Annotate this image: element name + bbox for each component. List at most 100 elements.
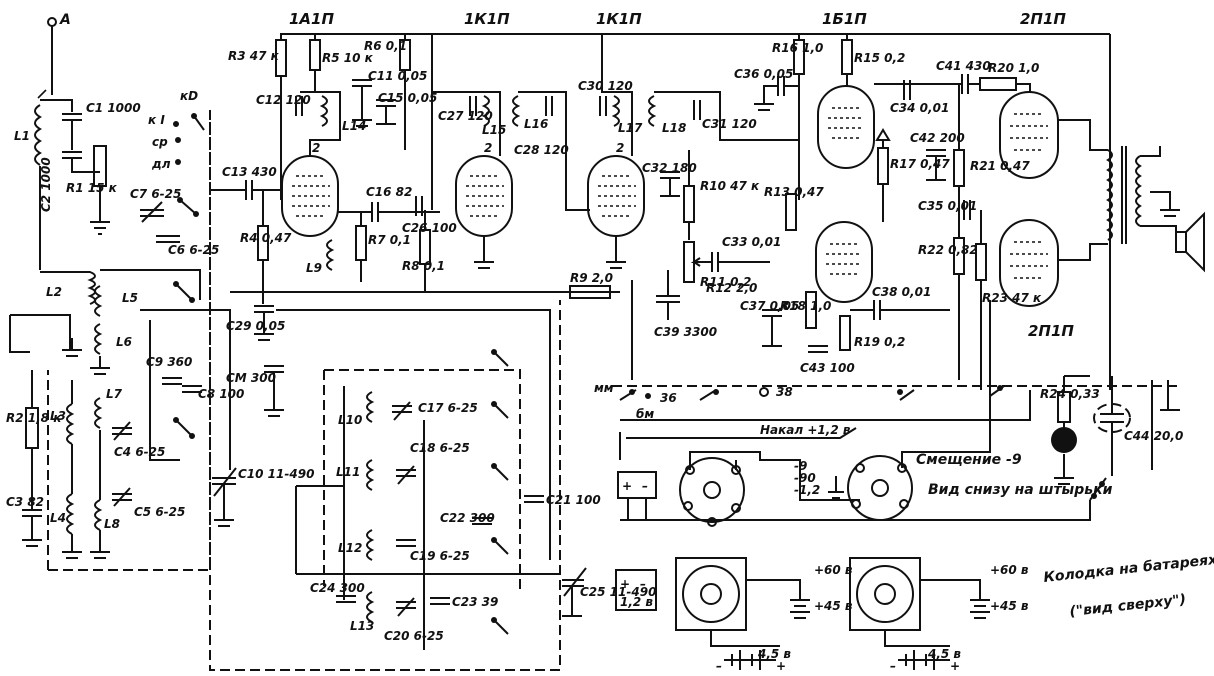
power-switch[interactable] [1089,477,1107,501]
svg-text:L4: L4 [50,511,66,525]
battery-socket-left [675,557,810,647]
trimmer-c17: C17 6-25 [392,401,478,421]
wire-l5-switch [100,269,201,300]
svg-text:кD: кD [180,89,198,103]
resistor-r9: R9 2,0 [569,271,613,299]
trimmer-c4: C4 6-25 [112,421,165,459]
variable-capacitor-c25: C25 11-490 [562,567,656,617]
resistor-r21: R21 0,47 [953,149,1030,187]
svg-text:+45 в: +45 в [814,599,853,613]
trimmer-c6: C6 6-25 [156,235,219,257]
svg-text:L14: L14 [342,119,366,133]
coil-l8: L8 [94,499,120,531]
svg-text:R16 1,0: R16 1,0 [772,41,823,55]
svg-text:C19 6-25: C19 6-25 [410,549,470,563]
ground-stage2 [474,236,494,269]
svg-text:C16 82: C16 82 [366,185,412,199]
svg-text:2: 2 [484,141,492,155]
svg-text:L5: L5 [122,291,138,305]
svg-text:C9 360: C9 360 [146,355,192,369]
svg-text:C32 180: C32 180 [642,161,697,175]
capacitor-c42: C42 200 [910,131,965,181]
svg-text:L1: L1 [14,129,30,143]
coil-l4: L4 [50,493,75,535]
svg-text:L7: L7 [106,387,123,401]
wave-switch-labels: кD к I ср дл [148,89,198,171]
small-battery: + – 1,2 в [615,569,657,611]
svg-text:C4 6-25: C4 6-25 [114,445,165,459]
ground-stage3 [606,236,626,269]
wire-l7-l8 [90,430,110,559]
wire-center-coils [295,386,560,650]
capacitor-c28: C28 120 [514,96,569,157]
coil-l13: L13 [350,591,374,633]
resistor-r3: R3 47 к [228,39,287,77]
trimmer-c7: C7 6-25 [130,187,181,223]
capacitor-cm: CM 300 [226,365,284,417]
svg-text:R1 15 к: R1 15 к [66,181,118,195]
wire-r15-r16 [798,34,848,200]
capacitor-c3: C3 82 [6,495,44,547]
trimmer-c20: C20 6-25 [384,597,444,643]
svg-text:L13: L13 [350,619,374,633]
capacitor-c9: C9 360 [146,355,192,385]
svg-text:R21 0,47: R21 0,47 [970,159,1030,173]
wire-c2 [71,158,100,173]
wire-l18-detector [654,91,800,141]
antenna: А [47,12,71,95]
wire-c41-r20 [874,83,1031,92]
resistor-r18: R18 1,0 [780,291,831,329]
resistor-r19: R19 0,2 [839,315,905,351]
capacitor-c44: C44 20,0 [1093,376,1183,476]
svg-text:C6 6-25: C6 6-25 [168,243,219,257]
svg-text:R7 0,1: R7 0,1 [368,233,411,247]
bias-taps: -9 -90 -1,2 [794,459,820,497]
wire-switch-bar [620,280,1031,421]
coil-l5: L5 [94,285,138,317]
svg-text:L16: L16 [524,117,548,131]
svg-text:–: – [640,577,646,591]
svg-text:R9 2,0: R9 2,0 [570,271,613,285]
capacitor-c23: C23 39 [430,595,498,609]
svg-text:бм: бм [636,407,654,421]
svg-text:-90: -90 [794,471,816,485]
svg-text:C29 0,05: C29 0,05 [226,319,285,333]
svg-text:1,2 в: 1,2 в [620,595,653,609]
svg-text:C27 120: C27 120 [438,109,493,123]
tube-label-1k1p-a: 1К1П [464,10,510,28]
wave-switch-contacts[interactable] [173,113,205,439]
coil-l14: L14 [319,95,366,133]
capacitor-c37: C37 0,05 [740,299,799,347]
svg-text:C43 100: C43 100 [800,361,855,375]
resistor-r13: R13 0,47 [764,185,824,231]
center-switch-contacts[interactable] [491,349,509,635]
resistor-r15: R15 0,2 [841,39,905,75]
svg-text:L15: L15 [482,123,506,137]
coil-l18: L18 [648,95,686,135]
svg-text:4,5 в: 4,5 в [757,647,791,661]
wire-c44 [1151,380,1180,470]
svg-text:–: – [716,659,722,673]
svg-text:R4 0,47: R4 0,47 [240,231,292,245]
wire-l1-c1 [40,99,73,112]
loudspeaker [1175,211,1205,273]
coil-l16: L16 [512,95,548,131]
tube-label-2p1p-a: 2П1П [1020,10,1066,28]
capacitor-c39: C39 3300 [654,270,717,339]
filament-switch[interactable]: Накал +1,2 в [619,423,857,460]
tube-label-1b1p: 1Б1П [822,10,867,28]
svg-text:C5 6-25: C5 6-25 [134,505,185,519]
svg-text:L17: L17 [618,121,643,135]
wire-transformer-primary [1058,119,1108,261]
svg-text:L2: L2 [46,285,62,299]
wire-sockets [689,300,991,501]
svg-text:R11 0,2: R11 0,2 [700,275,751,289]
tube-1b1p-upper [817,85,875,169]
svg-text:L12: L12 [338,541,362,555]
svg-text:C36 0,05: C36 0,05 [734,67,793,81]
mode-switch-contacts[interactable] [619,385,1005,401]
svg-text:C3 82: C3 82 [6,495,44,509]
capacitor-c41: C41 430 [936,59,991,94]
